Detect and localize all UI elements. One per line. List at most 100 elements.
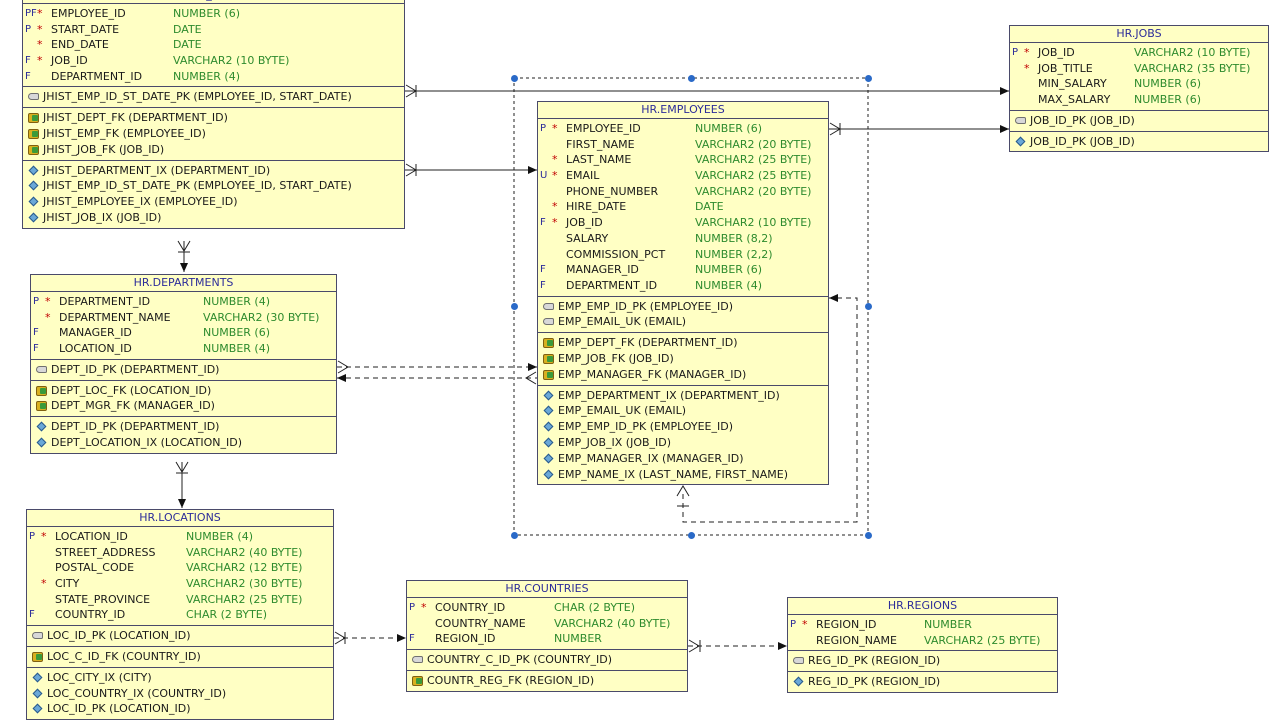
fk-row[interactable]: DEPT_LOC_FK (LOCATION_ID) <box>31 383 336 399</box>
ix-row[interactable]: EMP_NAME_IX (LAST_NAME, FIRST_NAME) <box>538 467 828 483</box>
rel-emp-manager <box>682 297 858 523</box>
required-mark: * <box>45 295 51 308</box>
pk-row[interactable]: JOB_ID_PK (JOB_ID) <box>1010 113 1268 129</box>
resize-handle[interactable] <box>864 74 872 82</box>
ix-row[interactable]: JOB_ID_PK (JOB_ID) <box>1010 134 1268 150</box>
column-key-flag: P <box>409 602 416 613</box>
fk-row[interactable]: COUNTR_REG_FK (REGION_ID) <box>407 673 687 689</box>
ix-row[interactable]: LOC_COUNTRY_IX (COUNTRY_ID) <box>27 686 333 702</box>
pk-row[interactable]: EMP_EMP_ID_PK (EMPLOYEE_ID) <box>538 299 828 315</box>
fk-row[interactable]: LOC_C_ID_FK (COUNTRY_ID) <box>27 649 333 665</box>
pk-row[interactable]: REG_ID_PK (REGION_ID) <box>788 653 1057 669</box>
ix-row[interactable]: REG_ID_PK (REGION_ID) <box>788 674 1057 690</box>
resize-handle[interactable] <box>687 74 695 82</box>
fk-row[interactable]: JHIST_DEPT_FK (DEPARTMENT_ID) <box>23 110 404 126</box>
ix-row[interactable]: LOC_ID_PK (LOCATION_ID) <box>27 701 333 717</box>
column-type: VARCHAR2 (10 BYTE) <box>173 54 290 68</box>
fk-row[interactable]: EMP_MANAGER_FK (MANAGER_ID) <box>538 367 828 383</box>
ix-row[interactable]: JHIST_JOB_IX (JOB_ID) <box>23 210 404 226</box>
ix-row[interactable]: LOC_CITY_IX (CITY) <box>27 670 333 686</box>
fk-row[interactable]: JHIST_EMP_FK (EMPLOYEE_ID) <box>23 126 404 142</box>
pk-row[interactable]: JHIST_EMP_ID_ST_DATE_PK (EMPLOYEE_ID, ST… <box>23 89 404 105</box>
column-type: NUMBER (6) <box>203 326 270 340</box>
ix-row[interactable]: EMP_DEPARTMENT_IX (DEPARTMENT_ID) <box>538 388 828 404</box>
ix-row[interactable]: JHIST_DEPARTMENT_IX (DEPARTMENT_ID) <box>23 163 404 179</box>
ix-row[interactable]: JHIST_EMPLOYEE_IX (EMPLOYEE_ID) <box>23 194 404 210</box>
column-type: VARCHAR2 (20 BYTE) <box>695 184 812 198</box>
primary-keys-section: JOB_ID_PK (JOB_ID) <box>1010 111 1268 132</box>
resize-handle[interactable] <box>510 302 518 310</box>
pk-row[interactable]: LOC_ID_PK (LOCATION_ID) <box>27 628 333 644</box>
fk-row[interactable]: DEPT_MGR_FK (MANAGER_ID) <box>31 398 336 414</box>
primary-keys-section: DEPT_ID_PK (DEPARTMENT_ID) <box>31 360 336 381</box>
constraint-label: EMP_EMP_ID_PK (EMPLOYEE_ID) <box>558 299 733 313</box>
column-name: COUNTRY_ID <box>435 601 506 614</box>
fk-row[interactable]: EMP_DEPT_FK (DEPARTMENT_ID) <box>538 335 828 351</box>
pk-row[interactable]: DEPT_ID_PK (DEPARTMENT_ID) <box>31 362 336 378</box>
fk-row[interactable]: JHIST_JOB_FK (JOB_ID) <box>23 142 404 158</box>
fk-row[interactable]: EMP_JOB_FK (JOB_ID) <box>538 351 828 367</box>
ix-row[interactable]: EMP_EMP_ID_PK (EMPLOYEE_ID) <box>538 419 828 435</box>
column-name: REGION_NAME <box>816 633 897 647</box>
pk-icon <box>28 93 39 101</box>
pk-row[interactable]: COUNTRY_C_ID_PK (COUNTRY_ID) <box>407 652 687 668</box>
resize-handle[interactable] <box>510 74 518 82</box>
resize-handle[interactable] <box>864 302 872 310</box>
ix-row[interactable]: JHIST_EMP_ID_ST_DATE_PK (EMPLOYEE_ID, ST… <box>23 178 404 194</box>
ix-row[interactable]: EMP_EMAIL_UK (EMAIL) <box>538 403 828 419</box>
pk-row[interactable]: EMP_EMAIL_UK (EMAIL) <box>538 314 828 330</box>
required-mark: * <box>37 54 43 68</box>
column-name: JOB_ID <box>51 54 88 68</box>
resize-handle[interactable] <box>510 531 518 539</box>
ix-row[interactable]: EMP_MANAGER_IX (MANAGER_ID) <box>538 451 828 467</box>
ix-row[interactable]: EMP_JOB_IX (JOB_ID) <box>538 435 828 451</box>
ix-row[interactable]: DEPT_LOCATION_IX (LOCATION_ID) <box>31 435 336 451</box>
resize-handle[interactable] <box>864 531 872 539</box>
resize-handle[interactable] <box>687 531 695 539</box>
ix-row[interactable]: DEPT_ID_PK (DEPARTMENT_ID) <box>31 419 336 435</box>
